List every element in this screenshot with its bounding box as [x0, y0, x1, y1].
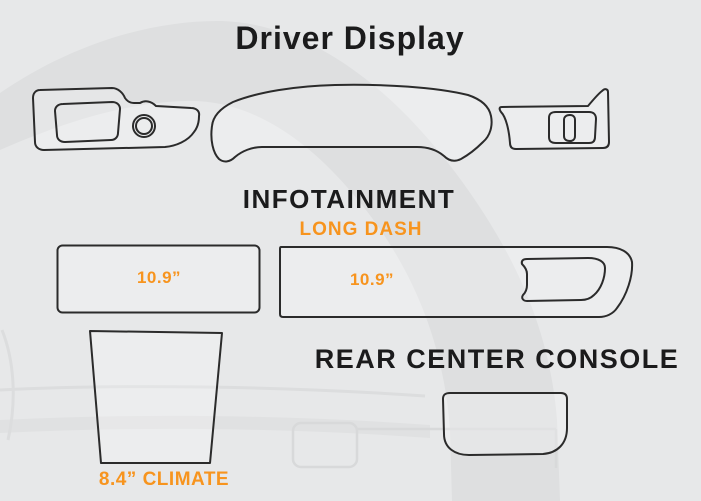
climate-bezel-outline [89, 330, 223, 464]
watermark-swoosh [0, 20, 560, 501]
driver-left-trim-cutout [54, 101, 121, 143]
climate-size-label: 8.4” CLIMATE [98, 469, 230, 490]
long-dash-panel-cutout [520, 257, 606, 302]
driver-left-trim-knob-ring-outer [132, 114, 156, 138]
long-dash-panel-outline [279, 246, 634, 318]
infotainment-title: INFOTAINMENT [242, 184, 456, 214]
long-dash-size-label: 10.9” [349, 270, 395, 289]
driver-left-trim-knob-ring-inner [135, 117, 153, 135]
infotainment-screen-outline [56, 244, 261, 314]
driver-right-trim-cutout [548, 111, 597, 144]
driver-right-trim-switch-slot [563, 114, 576, 142]
long-dash-subtitle: LONG DASH [299, 219, 423, 240]
driver-right-trim-outline [498, 88, 610, 150]
cluster-hood-outline [210, 83, 493, 163]
rear-center-console-title: REAR CENTER CONSOLE [314, 344, 680, 374]
rear-console-outline [442, 392, 568, 456]
infotainment-screen-size-label: 10.9” [136, 268, 182, 287]
driver-display-title: Driver Display [235, 20, 465, 56]
